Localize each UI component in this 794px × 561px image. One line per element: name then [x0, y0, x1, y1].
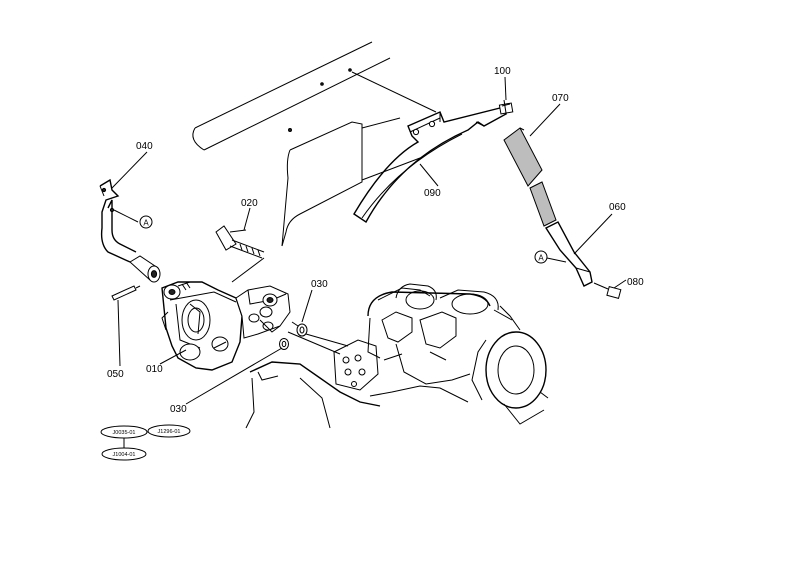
- engine-block-outline: [245, 283, 549, 429]
- injection-pump-010: [161, 281, 291, 371]
- callout-070: 070: [552, 93, 569, 104]
- leader-pump-block-2: [305, 333, 349, 347]
- pin-050: [111, 285, 141, 301]
- seal-030-lower: [279, 338, 289, 350]
- callout-labels: 100 070 040 090 020 060 080 030 050 010 …: [107, 66, 644, 415]
- leader-bolt-pump: [231, 257, 265, 283]
- callout-leaders: [111, 76, 627, 405]
- reference-marker-text: A: [538, 254, 544, 263]
- callout-040: 040: [136, 141, 153, 152]
- engine-cover-outline: [192, 41, 421, 247]
- serial-codes: J0035-01 J1296-01 J1004-01: [100, 424, 191, 461]
- callout-030-upper: 030: [311, 279, 328, 290]
- callout-050: 050: [107, 369, 124, 380]
- serial-tag-1: [100, 425, 148, 439]
- callout-030-lower: 030: [170, 404, 187, 415]
- rod-060: [544, 221, 593, 287]
- serial-code-1: J0035-01: [113, 430, 136, 436]
- seal-030-upper: [291, 321, 308, 337]
- bolt-100: [498, 99, 514, 115]
- callout-010: 010: [146, 364, 163, 375]
- serial-code-2: J1296-01: [158, 429, 181, 435]
- lever-040: [99, 178, 161, 283]
- screw-080: [593, 282, 622, 299]
- serial-code-3: J1004-01: [113, 452, 136, 458]
- leader-cover-bracket: [351, 71, 437, 113]
- reference-marker-a-rod: A: [534, 250, 567, 264]
- callout-080: 080: [627, 277, 644, 288]
- cover-070: [503, 127, 557, 227]
- callout-100: 100: [494, 66, 511, 77]
- callout-060: 060: [609, 202, 626, 213]
- callout-090: 090: [424, 188, 441, 199]
- serial-tag-2: [147, 424, 191, 438]
- leader-pump-block-1: [287, 331, 341, 355]
- bracket-090: [353, 107, 508, 224]
- serial-tag-3: [101, 447, 147, 461]
- reference-marker-a-lever: A: [139, 215, 153, 229]
- bolt-020: [215, 225, 265, 259]
- callout-020: 020: [241, 198, 258, 209]
- reference-marker-text: A: [143, 219, 149, 228]
